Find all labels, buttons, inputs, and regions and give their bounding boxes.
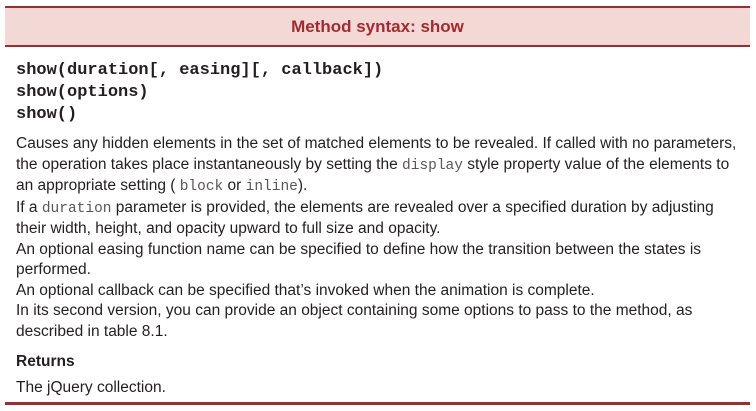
inline-code: duration [41, 200, 112, 217]
inline-code: display [402, 157, 463, 174]
signature-no-args: show() [16, 105, 78, 124]
signature-duration: show(duration[, easing][, callback]) [16, 61, 384, 80]
text-span: Causes any hidden elements in the set of… [16, 135, 737, 173]
method-syntax-box: Method syntax: show show(duration[, easi… [5, 6, 750, 405]
box-content: show(duration[, easing][, callback]) sho… [5, 47, 750, 398]
text-span: style property value of the elements to … [16, 155, 730, 195]
description: Causes any hidden elements in the set of… [16, 134, 739, 342]
description-paragraph-5: In its second version, you can provide a… [16, 302, 693, 340]
text-span: ). [297, 177, 308, 194]
text-span: parameter is provided, the elements are … [16, 198, 714, 238]
description-paragraph-3: An optional easing function name can be … [16, 240, 702, 279]
inline-code: inline [245, 179, 298, 195]
returns-heading: Returns [16, 353, 75, 370]
box-title: Method syntax: show [291, 16, 464, 36]
signature-options: show(options) [16, 83, 149, 102]
description-paragraph-2: If a duration parameter is provided, the… [16, 198, 739, 240]
text-span: If a [16, 198, 42, 216]
inline-code: block [179, 179, 224, 195]
text-span: or [223, 177, 246, 194]
signature-list: show(duration[, easing][, callback]) sho… [16, 60, 739, 126]
returns-text: The jQuery collection. [16, 379, 166, 396]
description-paragraph-1: Causes any hidden elements in the set of… [16, 134, 739, 198]
description-paragraph-4: An optional callback can be specified th… [16, 281, 595, 299]
title-bar: Method syntax: show [5, 8, 750, 47]
